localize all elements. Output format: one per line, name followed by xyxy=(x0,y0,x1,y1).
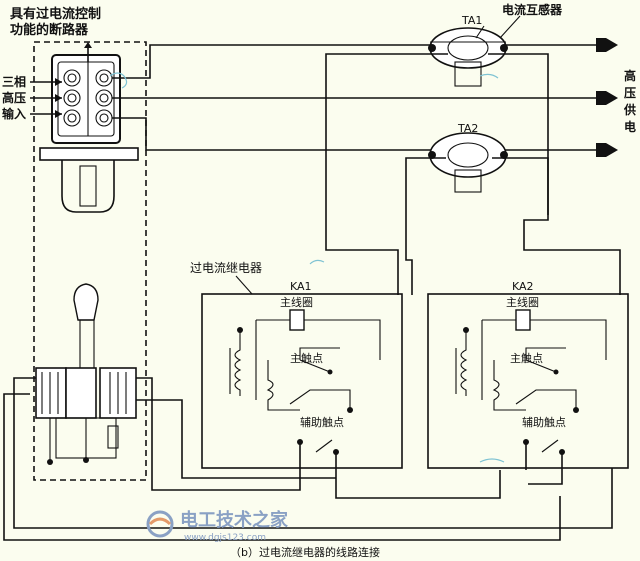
ka1-main-coil-label: 主线圈 xyxy=(280,295,313,309)
label-pointers xyxy=(235,15,521,295)
watermark-logo xyxy=(146,510,174,538)
current-transformer-ta2 xyxy=(428,132,508,193)
ka2-main-contact-label: 主触点 xyxy=(510,351,543,365)
ka2-label: KA2 xyxy=(512,280,534,293)
hv-out-char-1: 压 xyxy=(624,86,636,100)
ct-secondary-wires xyxy=(325,53,621,295)
caption: （b）过电流继电器的线路连接 xyxy=(230,545,380,559)
relay-title: 过电流继电器 xyxy=(190,261,262,275)
breaker-enclosure xyxy=(33,41,147,481)
breaker-label-line2: 功能的断路器 xyxy=(10,22,89,38)
hv-output-terminals xyxy=(596,38,618,157)
trip-circuit-wires xyxy=(3,377,613,541)
input-label-line3: 输入 xyxy=(2,106,26,121)
ta2-label: TA2 xyxy=(457,122,478,135)
hv-out-char-3: 电 xyxy=(624,119,636,134)
breaker-bottom-unit xyxy=(35,283,137,465)
ka1-aux-contact-label: 辅助触点 xyxy=(300,415,344,429)
ct-title: 电流互感器 xyxy=(502,2,563,17)
watermark-url: www.dgjs123.com xyxy=(184,533,266,543)
ka2-aux-contact-label: 辅助触点 xyxy=(522,415,566,429)
breaker-top-unit xyxy=(39,42,139,213)
three-phase-input-lines xyxy=(30,78,62,118)
hv-out-char-2: 供 xyxy=(623,102,636,117)
current-transformer-ta1 xyxy=(428,27,508,87)
hv-phase-lines xyxy=(112,44,600,151)
hv-out-char-0: 高 xyxy=(624,68,636,83)
ka2-main-coil-label: 主线圈 xyxy=(506,295,539,309)
ka1-label: KA1 xyxy=(290,280,312,293)
relay-ka1 xyxy=(201,293,403,469)
watermark-name: 电工技术之家 xyxy=(180,509,289,531)
input-label-line2: 高压 xyxy=(2,90,26,105)
ta1-label: TA1 xyxy=(461,14,482,27)
ka1-main-contact-label: 主触点 xyxy=(290,351,323,365)
relay-ka2 xyxy=(427,293,629,469)
cyan-marks xyxy=(109,72,505,463)
breaker-label-line1: 具有过电流控制 xyxy=(10,6,101,22)
input-label-line1: 三相 xyxy=(2,74,26,89)
